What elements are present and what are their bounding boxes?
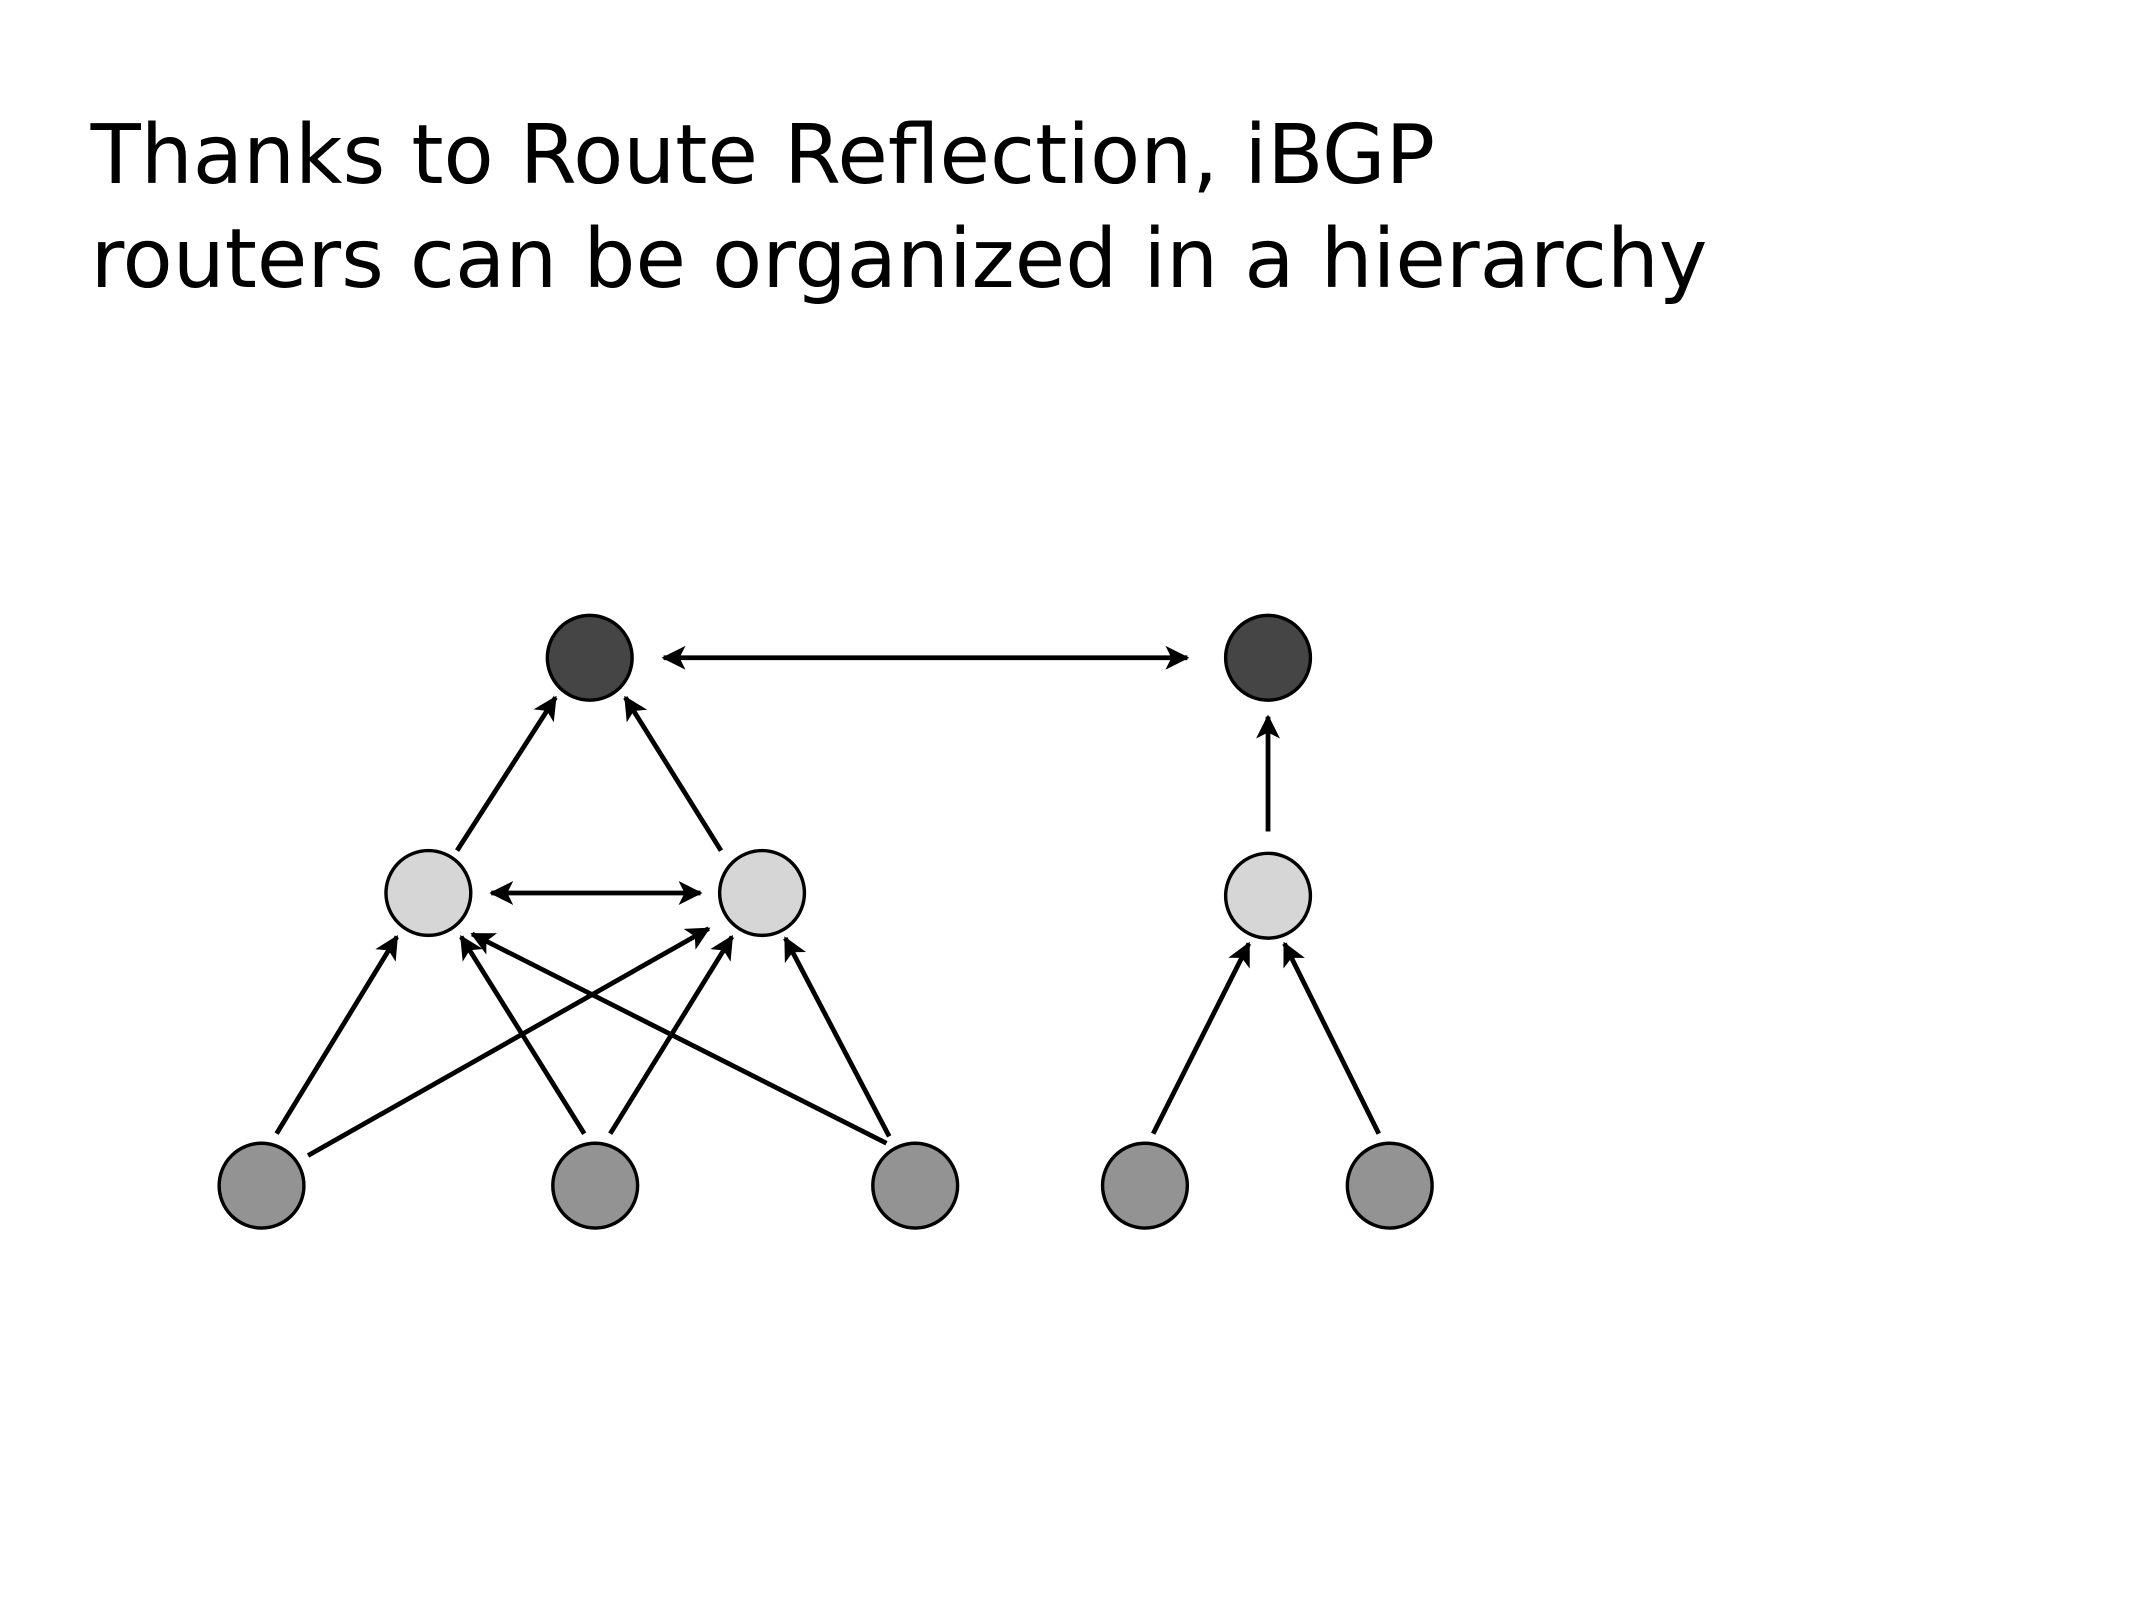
- route-arrow-2: [455, 695, 558, 852]
- top-router-1: [545, 613, 634, 702]
- slide-title-line-2: routers can be organized in a hierarchy: [91, 212, 1708, 307]
- client-2: [551, 1141, 640, 1230]
- reflector-1: [384, 848, 473, 938]
- reflector-2: [717, 848, 807, 938]
- slide-title-line-1: Thanks to Route Reflection, iBGP: [90, 108, 1436, 203]
- route-arrow-9: [470, 931, 888, 1146]
- reflector-3: [1223, 851, 1313, 940]
- route-arrow-6: [306, 926, 711, 1158]
- session-edges: [274, 645, 1381, 1158]
- client-4: [1100, 1141, 1190, 1230]
- client-3: [871, 1141, 960, 1230]
- route-arrow-3: [623, 695, 724, 852]
- client-5: [1345, 1141, 1434, 1230]
- route-arrow-12: [1282, 941, 1381, 1135]
- route-arrow-7: [459, 935, 587, 1135]
- client-1: [217, 1141, 306, 1230]
- top-router-2: [1223, 613, 1313, 702]
- route-arrow-11: [1151, 941, 1252, 1135]
- route-arrow-5: [274, 935, 399, 1135]
- router-nodes: [217, 613, 1434, 1230]
- route-arrow-10: [783, 936, 892, 1138]
